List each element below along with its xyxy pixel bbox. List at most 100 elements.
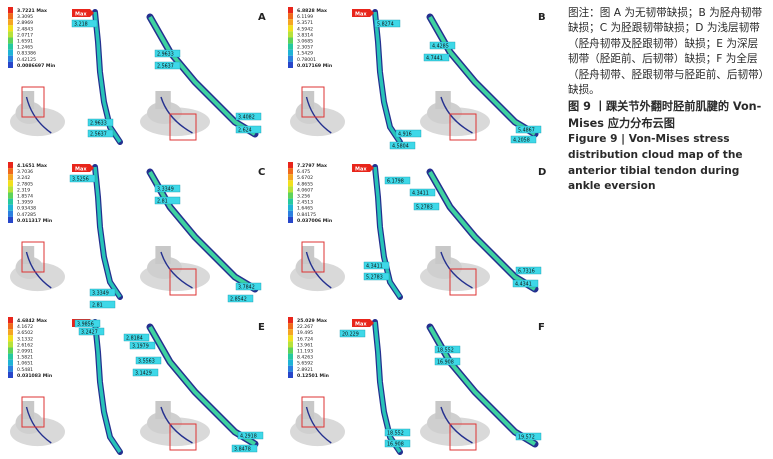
legend-value: 0.93438	[17, 206, 36, 212]
legend-swatch	[288, 210, 293, 217]
tibia-bone	[22, 246, 35, 264]
stress-tag-value: 3.4082	[238, 114, 255, 120]
legend-value: 7.2797 Max	[297, 163, 327, 169]
legend-swatch	[288, 25, 293, 32]
stress-tag: 3.1979	[129, 341, 156, 349]
legend-value: 3.8314	[297, 32, 313, 38]
legend-swatch	[8, 19, 13, 26]
tendon-long	[93, 11, 122, 143]
tibia-bone	[435, 246, 451, 264]
tendon-line	[160, 96, 193, 134]
legend-swatch	[8, 341, 13, 348]
tibia-bone	[435, 91, 451, 109]
legend-swatch	[8, 31, 13, 38]
stress-tag: 3.5256	[69, 174, 96, 182]
max-flag-label: Max	[75, 12, 87, 18]
stress-tag: 4.4341	[512, 279, 539, 287]
stress-tag: 5.8274	[374, 19, 401, 27]
zoom-box	[169, 113, 197, 141]
stress-tag-box	[89, 288, 116, 297]
stress-tag-value: 3.1429	[135, 370, 152, 376]
stress-tag-value: 2.9633	[90, 120, 107, 126]
legend-swatch	[8, 7, 13, 14]
legend-swatch	[8, 55, 13, 62]
legend-swatch	[8, 25, 13, 32]
stress-tag-value: 3.5563	[138, 358, 155, 364]
legend-value: 2.319	[17, 187, 30, 193]
panel-f: 25.029 Max22.26719.49516.72413.96111.193…	[288, 317, 545, 455]
stress-tag-value: 3.2427	[81, 329, 98, 335]
stress-tag: 3.2427	[78, 327, 105, 336]
zoom-box	[301, 396, 325, 428]
legend-swatch	[288, 335, 293, 342]
legend-value: 3.3095	[17, 14, 33, 20]
stress-tag-box	[510, 135, 537, 144]
tendon-right	[148, 16, 257, 136]
legend-value: 1.3959	[17, 200, 33, 206]
tendon-line	[440, 251, 473, 289]
legend-value: 6.1199	[297, 14, 313, 20]
stress-tag-value: 4.3411	[366, 263, 383, 269]
legend-swatch	[8, 317, 13, 324]
stress-tag: 18.552	[384, 428, 411, 437]
legend: 4.6842 Max4.16723.65023.13322.61622.0991…	[8, 317, 52, 379]
legend-value: 6.8828 Max	[297, 8, 327, 14]
stress-tag: 2.624	[235, 125, 262, 133]
legend-swatch	[8, 192, 13, 199]
max-flag-shape	[352, 319, 374, 327]
tendon-long	[373, 11, 402, 143]
stress-tag: 5.2783	[413, 202, 440, 210]
stress-tag-box	[74, 319, 101, 328]
stress-tag: 4.2058	[510, 135, 537, 144]
legend: 25.029 Max22.26719.49516.72413.96111.193…	[288, 317, 329, 379]
panel-letter: D	[538, 167, 546, 178]
tibia-bone	[155, 401, 171, 419]
legend-swatch	[288, 162, 293, 169]
caption-title-zh: 图 9 丨踝关节外翻时胫前肌腱的 Von-Mises 应力分布云图	[568, 100, 762, 131]
zoom-box	[169, 268, 197, 296]
zoom-box	[21, 396, 45, 428]
max-flag-shape	[72, 9, 94, 17]
stress-tag: 2.81	[89, 300, 116, 308]
legend-swatch	[288, 329, 293, 336]
stress-tag: 19.572	[515, 432, 542, 440]
panel-letter: B	[538, 12, 546, 23]
legend-value: 1.5821	[17, 355, 33, 361]
stress-tag: 2.9633	[154, 49, 181, 57]
stress-tag-value: 18.552	[437, 347, 454, 353]
legend-swatch	[8, 180, 13, 187]
caption-title-en: Figure 9 | Von-Mises stress distribution…	[568, 133, 743, 193]
legend-swatch	[8, 335, 13, 342]
stress-tag-box	[384, 428, 411, 437]
legend-swatch	[288, 180, 293, 187]
legend-swatch	[8, 162, 13, 169]
tibia-bone	[22, 91, 35, 109]
stress-tag-box	[87, 129, 114, 138]
stress-tag: 3.7842	[235, 282, 262, 290]
legend-value: 3.0685	[297, 39, 313, 45]
caption-note: 图注：图 A 为无韧带缺损；B 为胫舟韧带缺损；C 为胫跟韧带缺损；D 为浅层韧…	[568, 7, 764, 97]
stress-tag-box	[78, 327, 105, 336]
stress-tag-value: 4.5804	[392, 143, 409, 149]
legend-swatch	[8, 353, 13, 360]
legend-value: 1.0651	[17, 361, 33, 367]
zoom-box	[21, 241, 45, 273]
tendon-line	[160, 251, 193, 289]
stress-tag-box	[154, 196, 181, 205]
stress-tag-box	[231, 444, 258, 453]
legend-swatch	[288, 168, 293, 175]
stress-tag: 5.4867	[515, 125, 542, 133]
legend: 6.8828 Max6.11995.35714.59423.83143.0685…	[288, 7, 332, 69]
stress-tag-value: 3.3349	[157, 186, 174, 192]
stress-tag-value: 2.81	[92, 302, 103, 308]
legend-value: 0.47285	[17, 212, 36, 218]
stress-tag: 4.7441	[423, 53, 450, 61]
legend-value: 3.256	[297, 194, 310, 200]
stress-figure: 3.7221 Max3.30952.89692.48432.07171.6591…	[8, 7, 546, 455]
legend-value: 0.5481	[17, 367, 33, 373]
legend: 4.1651 Max3.70363.2422.78052.3191.85741.…	[8, 162, 52, 224]
stress-tag: 3.3349	[154, 184, 181, 192]
max-flag-label: Max	[355, 167, 367, 173]
stress-tag-value: 2.5637	[90, 131, 107, 137]
stress-tag-value: 6.7316	[518, 268, 535, 274]
